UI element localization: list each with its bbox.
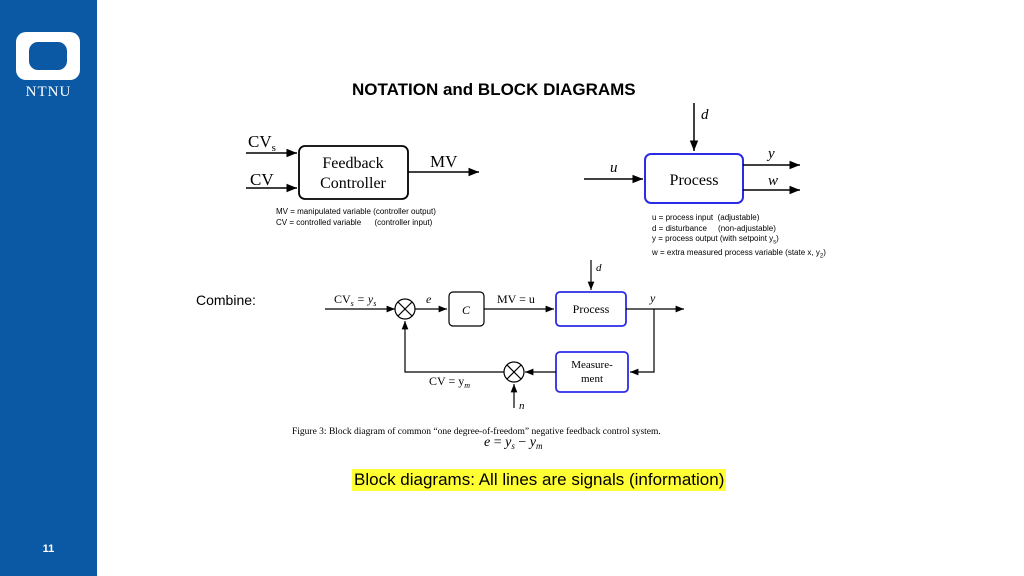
cv-label: CV	[250, 170, 274, 189]
measurement-label-1: Measure-	[571, 359, 613, 371]
mv-label: MV	[430, 152, 458, 171]
measurement-block	[555, 351, 629, 393]
d-label: d	[701, 107, 709, 123]
y-label: y	[766, 146, 775, 162]
ntnu-logo	[16, 32, 80, 80]
process-block	[644, 153, 744, 204]
noise-junction	[503, 361, 525, 383]
controller-label-1: Feedback	[322, 155, 383, 172]
u-label: u	[610, 160, 618, 176]
sidebar: NTNU 11	[0, 0, 97, 576]
noise-label: n	[519, 400, 525, 412]
controller-notes: MV = manipulated variable (controller ou…	[276, 207, 436, 227]
measurement-label-2: ment	[581, 373, 603, 385]
feedback-loop-diagram: CVs = ys e C MV = u Process d y Measure-…	[325, 260, 684, 412]
controller-label-2: Controller	[320, 175, 386, 192]
cv-ym-label: CV = ym	[429, 374, 470, 390]
output-feedback-line	[630, 309, 655, 376]
figure-caption: Figure 3: Block diagram of common “one d…	[292, 426, 661, 437]
page-number: 11	[42, 543, 55, 555]
setpoint-label: CVs = ys	[334, 292, 376, 308]
feedback-controller-diagram: CVs CV MV Feedback Controller	[246, 132, 479, 200]
summing-junction	[394, 298, 416, 320]
error-label: e	[426, 292, 432, 306]
process-notes: u = process input (adjustable)d = distur…	[652, 213, 826, 260]
combine-label: Combine:	[196, 292, 256, 308]
cv-feedback-line	[401, 321, 504, 373]
controller-c-label: C	[462, 303, 471, 317]
process-label: Process	[670, 172, 719, 189]
loop-process-label: Process	[573, 302, 610, 316]
logo-text: NTNU	[25, 84, 72, 100]
w-label: w	[768, 173, 778, 189]
error-equation: e = ys − ym	[484, 435, 543, 451]
mv-u-label: MV = u	[497, 292, 535, 306]
slide-title: NOTATION and BLOCK DIAGRAMS	[352, 80, 636, 99]
loop-y-label: y	[649, 291, 656, 305]
process-diagram: d u y w Process	[584, 103, 800, 204]
cvs-label: CVs	[248, 132, 276, 154]
highlight-statement: Block diagrams: All lines are signals (i…	[352, 469, 727, 491]
loop-d-label: d	[596, 262, 602, 274]
